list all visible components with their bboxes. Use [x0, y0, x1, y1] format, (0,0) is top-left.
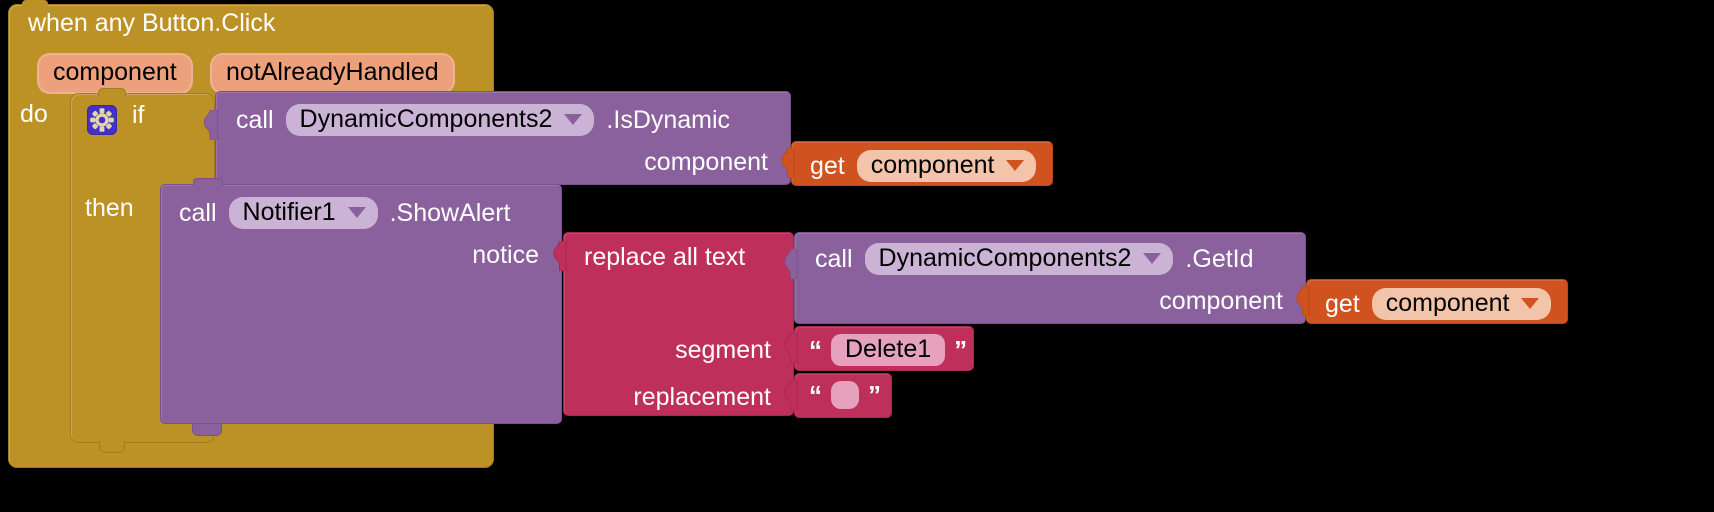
segment-text-field[interactable]: Delete1 [831, 334, 946, 366]
call-isdynamic-block[interactable]: call DynamicComponents2 .IsDynamic compo… [204, 91, 791, 185]
get-variable-name-1: component [870, 151, 995, 179]
text-block-segment[interactable]: “ Delete1 ” [784, 326, 974, 371]
showalert-top-notch [193, 178, 223, 186]
showalert-component-name: Notifier1 [242, 198, 336, 226]
segment-socket-label: segment [675, 336, 771, 364]
get-component-1-left-plug-icon [781, 148, 795, 178]
showalert-call-label: call [179, 198, 217, 227]
chevron-down-icon [1143, 253, 1162, 264]
replacement-text-field[interactable] [831, 381, 859, 409]
if-block-top-notch [98, 88, 126, 97]
segment-quote-open: “ [809, 335, 822, 365]
get-variable-dropdown-1[interactable]: component [856, 150, 1037, 182]
isdynamic-component-dropdown[interactable]: DynamicComponents2 [285, 104, 595, 136]
showalert-component-dropdown[interactable]: Notifier1 [228, 197, 378, 229]
getid-method-name: .GetId [1185, 244, 1254, 273]
segment-quote-close: ” [954, 335, 968, 365]
text-replacement-left-plug-icon [784, 380, 798, 410]
isdynamic-left-plug-icon [204, 110, 218, 140]
get-component-2-left-plug-icon [1296, 286, 1310, 316]
call-getid-block[interactable]: call DynamicComponents2 .GetId component [784, 232, 1306, 324]
replacement-socket-label: replacement [633, 383, 771, 411]
getid-call-label: call [815, 244, 853, 273]
get-label-2: get [1325, 289, 1360, 318]
showalert-bottom-notch [192, 424, 222, 436]
chevron-down-icon [564, 114, 583, 125]
event-block-top-notch [22, 0, 48, 8]
event-param-notalreadyhandled[interactable]: notAlreadyHandled [210, 53, 455, 94]
get-component-block-1[interactable]: get component [781, 141, 1053, 186]
event-block-title: when any Button.Click [28, 9, 276, 37]
get-variable-name-2: component [1385, 289, 1510, 317]
chevron-down-icon [1006, 160, 1025, 171]
showalert-method-name: .ShowAlert [389, 198, 511, 227]
if-block-bottom-notch [99, 441, 125, 453]
getid-component-dropdown[interactable]: DynamicComponents2 [864, 243, 1174, 275]
replace-all-text-left-plug-icon [553, 241, 567, 271]
get-label-1: get [810, 151, 845, 180]
replacement-quote-close: ” [868, 380, 881, 410]
get-variable-dropdown-2[interactable]: component [1371, 288, 1552, 320]
chevron-down-icon [1521, 298, 1540, 309]
isdynamic-component-name: DynamicComponents2 [299, 105, 553, 133]
replace-all-text-block[interactable]: replace all text segment replacement [553, 232, 794, 416]
replacement-quote-open: “ [809, 380, 822, 410]
event-param-component[interactable]: component [37, 53, 193, 94]
getid-left-plug-icon [784, 249, 798, 279]
event-do-label: do [20, 100, 48, 128]
showalert-notice-socket-label: notice [472, 241, 539, 269]
gear-icon[interactable] [87, 105, 117, 135]
isdynamic-component-socket-label: component [644, 148, 768, 176]
then-label: then [85, 194, 134, 222]
isdynamic-method-name: .IsDynamic [606, 105, 731, 134]
replace-all-text-title: replace all text [584, 243, 746, 271]
getid-component-socket-label: component [1159, 287, 1283, 315]
chevron-down-icon [347, 207, 366, 218]
isdynamic-call-label: call [236, 105, 274, 134]
getid-component-name: DynamicComponents2 [878, 244, 1132, 272]
get-component-block-2[interactable]: get component [1296, 279, 1568, 324]
call-showalert-block[interactable]: call Notifier1 .ShowAlert notice [160, 178, 562, 424]
event-bottom-bar-gap [497, 444, 1714, 512]
text-segment-left-plug-icon [784, 333, 798, 363]
text-block-replacement[interactable]: “ ” [784, 373, 892, 418]
if-label: if [132, 101, 145, 129]
